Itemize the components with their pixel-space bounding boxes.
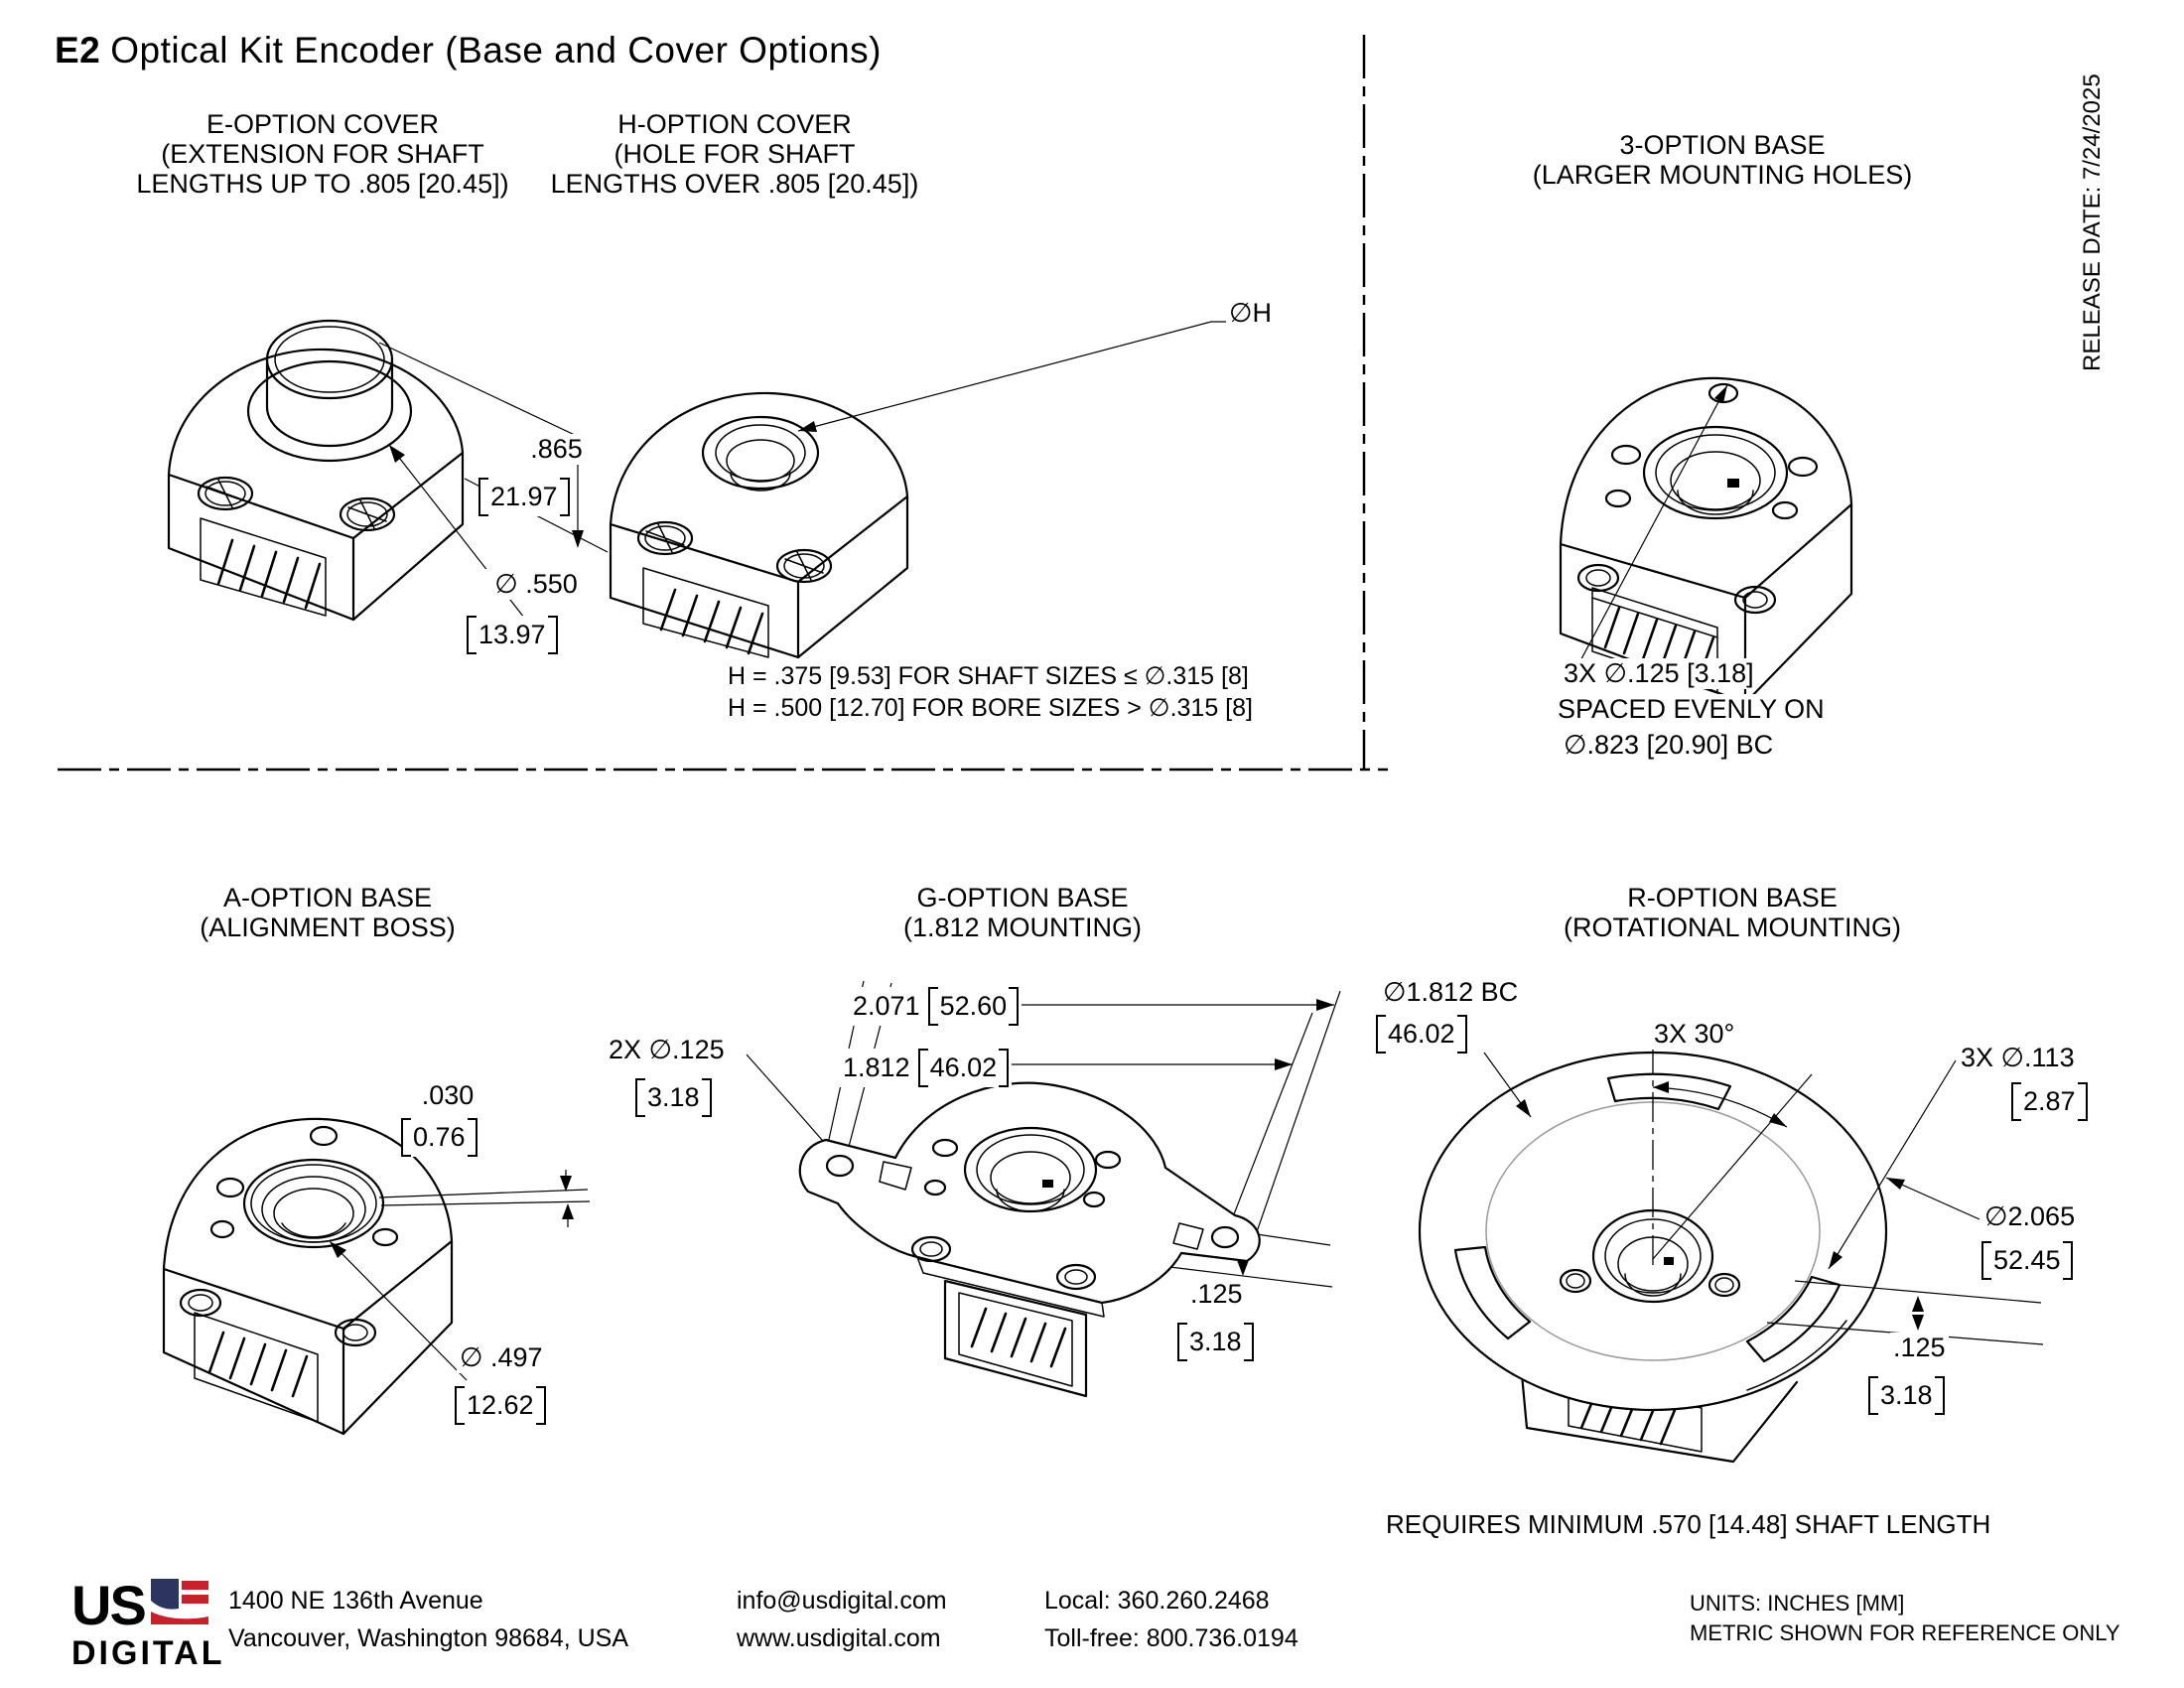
baseA-title-line2: (ALIGNMENT BOSS) xyxy=(200,913,456,942)
e-title-line3: LENGTHS UP TO .805 [20.45]) xyxy=(136,169,509,199)
h-option-cover-drawing xyxy=(609,321,1226,659)
h-screw-2 xyxy=(775,548,833,584)
base3-callout-line1: 3X ∅.125 [3.18] xyxy=(1561,658,1757,689)
h-title-line1: H-OPTION COVER xyxy=(617,109,852,139)
r-option-base-drawing xyxy=(1418,1045,2044,1464)
h-screw-1 xyxy=(636,520,694,556)
logo-us-text: US xyxy=(71,1574,147,1636)
g-width-inner-inches: 1.812 xyxy=(843,1053,910,1082)
r-angle-dim: 3X 30° xyxy=(1651,1019,1738,1050)
base3-title-line1: 3-OPTION BASE xyxy=(1619,130,1826,160)
footer-phone-local: Local: 360.260.2468 xyxy=(1044,1587,1270,1615)
footer-address-line2: Vancouver, Washington 98684, USA xyxy=(228,1624,629,1652)
footer-website: www.usdigital.com xyxy=(737,1624,941,1652)
g-width-outer-mm: 52.60 xyxy=(927,987,1020,1026)
section-title-r-base: R-OPTION BASE (ROTATIONAL MOUNTING) xyxy=(1504,883,1961,942)
e-height-dim-mm: 21.97 xyxy=(478,478,570,516)
r-thickness-dim-inches: .125 xyxy=(1890,1333,1949,1363)
h-title-line2: (HOLE FOR SHAFT xyxy=(614,139,856,169)
3-option-base-drawing xyxy=(1559,376,1853,705)
a-option-base-drawing xyxy=(162,1117,591,1436)
footer-units-line2: METRIC SHOWN FOR REFERENCE ONLY xyxy=(1690,1620,2120,1645)
section-title-a-base: A-OPTION BASE (ALIGNMENT BOSS) xyxy=(99,883,556,942)
e-screw-2 xyxy=(339,496,396,532)
g-tab-dim-inches: .125 xyxy=(1187,1279,1246,1310)
footer-email: info@usdigital.com xyxy=(737,1587,947,1615)
r-bc-dim-mm: 46.02 xyxy=(1376,1015,1467,1054)
h-note-shaft: H = .375 [9.53] FOR SHAFT SIZES ≤ ∅.315 … xyxy=(728,662,1249,690)
h-title-line3: LENGTHS OVER .805 [20.45]) xyxy=(550,169,919,199)
g-holes-dim-inches: 2X ∅.125 xyxy=(606,1035,728,1065)
baseR-title-line2: (ROTATIONAL MOUNTING) xyxy=(1564,913,1901,942)
e-screw-1 xyxy=(197,476,254,511)
r-bc-dim-inches: ∅1.812 BC xyxy=(1380,977,1522,1008)
footer-units-line1: UNITS: INCHES [MM] xyxy=(1690,1591,1905,1616)
e-diameter-dim-inches: ∅ .550 xyxy=(449,569,623,600)
r-holes-dim-inches: 3X ∅.113 xyxy=(1958,1043,2078,1073)
r-od-dim-inches: ∅2.065 xyxy=(1981,1201,2079,1232)
us-flag-icon xyxy=(151,1579,208,1624)
section-title-h-cover: H-OPTION COVER (HOLE FOR SHAFT LENGTHS O… xyxy=(506,109,963,199)
e-diameter-dim-mm: 13.97 xyxy=(467,616,558,654)
e-title-line1: E-OPTION COVER xyxy=(205,109,440,139)
r-od-dim-mm: 52.45 xyxy=(1981,1241,2073,1280)
baseG-title-line2: (1.812 MOUNTING) xyxy=(902,913,1143,942)
a-boss-dim-mm: 0.76 xyxy=(401,1118,478,1157)
g-width-outer-inches: 2.071 xyxy=(853,991,920,1021)
g-option-base-drawing xyxy=(746,980,1341,1398)
g-holes-dim-mm: 3.18 xyxy=(635,1078,712,1117)
baseG-title-line1: G-OPTION BASE xyxy=(916,883,1129,913)
a-diameter-dim-mm: 12.62 xyxy=(455,1386,546,1425)
e-height-dim-inches: .865 xyxy=(496,434,616,465)
base3-title-line2: (LARGER MOUNTING HOLES) xyxy=(1532,160,1913,190)
h-note-bore: H = .500 [12.70] FOR BORE SIZES > ∅.315 … xyxy=(728,694,1253,722)
logo-digital-text: DIGITAL xyxy=(71,1634,225,1672)
r-holes-dim-mm: 2.87 xyxy=(2011,1082,2088,1121)
baseA-title-line1: A-OPTION BASE xyxy=(222,883,433,913)
section-title-e-cover: E-OPTION COVER (EXTENSION FOR SHAFT LENG… xyxy=(94,109,551,199)
page-title-model: E2 xyxy=(55,30,101,70)
h-hole-diameter-label: ∅H xyxy=(1226,298,1276,329)
g-width-inner-mm: 46.02 xyxy=(917,1049,1010,1087)
footer-address-line1: 1400 NE 136th Avenue xyxy=(228,1587,483,1615)
page-title-rest: Optical Kit Encoder (Base and Cover Opti… xyxy=(110,30,883,70)
g-tab-dim-mm: 3.18 xyxy=(1177,1323,1254,1361)
section-title-g-base: G-OPTION BASE (1.812 MOUNTING) xyxy=(794,883,1251,942)
section-title-3-base: 3-OPTION BASE (LARGER MOUNTING HOLES) xyxy=(1474,130,1971,190)
r-thickness-dim-mm: 3.18 xyxy=(1868,1376,1945,1415)
r-shaft-length-note: REQUIRES MINIMUM .570 [14.48] SHAFT LENG… xyxy=(1386,1509,1991,1539)
footer-phone-tollfree: Toll-free: 800.736.0194 xyxy=(1044,1624,1298,1652)
baseR-title-line1: R-OPTION BASE xyxy=(1627,883,1838,913)
a-diameter-dim-inches: ∅ .497 xyxy=(457,1342,546,1373)
a-boss-dim-inches: .030 xyxy=(395,1080,500,1111)
e-title-line2: (EXTENSION FOR SHAFT xyxy=(161,139,484,169)
base3-callout-line3: ∅.823 [20.90] BC xyxy=(1561,730,1777,761)
base3-callout-line2: SPACED EVENLY ON xyxy=(1555,694,1828,725)
